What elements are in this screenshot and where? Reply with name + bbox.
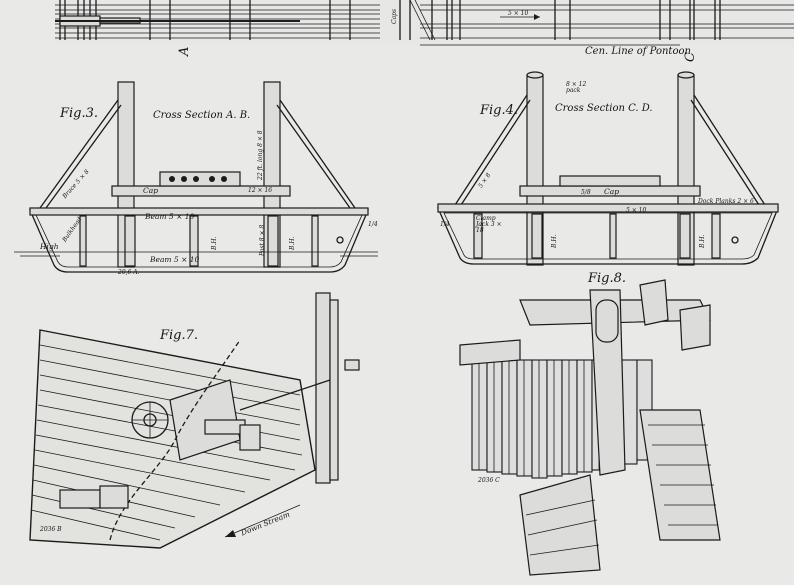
caps-label: Caps (391, 8, 398, 24)
fig7-deck-windlass (29, 292, 360, 549)
fig4-deck-planks: Dock Planks 2 × 6 (698, 198, 754, 205)
fig3-subtitle: Cross Section A. B. (153, 110, 251, 121)
fig3-frac: 1/4 (368, 221, 378, 228)
fig3-post-length: 22 ft. long 8 × 8 (257, 130, 264, 180)
fig4-pack: 8 × 12 pack (566, 81, 587, 94)
fig4-cap: Cap (604, 187, 620, 196)
fig3-beam-bottom: Beam 5 × 10 (150, 255, 200, 264)
fig3-title: Fig.3. (60, 106, 99, 121)
fig4-cross-section (437, 71, 779, 266)
fig3-beam-top: Beam 5 × 10 (145, 212, 195, 221)
centerline-label: Cen. Line of Pontoon (585, 46, 691, 57)
fig3-signature: 20,6 A. (118, 269, 140, 276)
fig3-bh2: B.H. (289, 236, 296, 250)
fig4-bh2: B.H. (699, 234, 706, 248)
top-dim: 5 × 10 (508, 10, 529, 17)
fig4-frac-mid: 5/8 (581, 189, 591, 196)
fig8-title: Fig.8. (588, 271, 627, 286)
fig4-subtitle: Cross Section C. D. (555, 103, 653, 114)
fig4-bh1: B.H. (551, 234, 558, 248)
fig3-cap-dim: 12 × 16 (248, 187, 273, 194)
fig4-beam: 5 × 10 (626, 207, 647, 214)
fig3-cap: Cap (143, 186, 159, 195)
fig3-bh1: B.H. (211, 236, 218, 250)
fig7-title: Fig.7. (160, 328, 199, 343)
fig8-signature: 2036 C (478, 477, 500, 484)
top-plan-strip (55, 0, 794, 46)
fig3-high: High (40, 242, 59, 251)
label-a: A (177, 46, 192, 56)
fig4-frac-left: 1/4 (440, 221, 450, 228)
fig3-post-label: Post 8 × 8 (259, 224, 266, 256)
fig8-perspective-detail (459, 279, 721, 576)
fig3-cross-section (14, 81, 378, 273)
fig7-signature: 2036 B (40, 526, 62, 533)
fig4-title: Fig.4. (480, 103, 519, 118)
fig4-clamp: Clamp Jack 3 × 18 (476, 215, 502, 234)
